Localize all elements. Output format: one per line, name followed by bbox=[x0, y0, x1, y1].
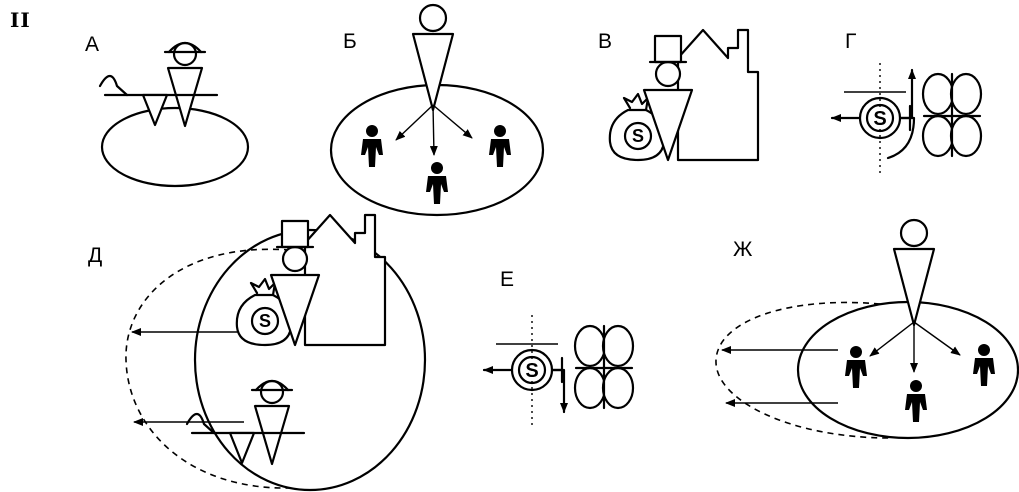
panel-g-illustration bbox=[832, 63, 981, 173]
panel-d-illustration bbox=[126, 215, 425, 490]
panel-zh-illustration bbox=[716, 220, 1018, 438]
panel-b-illustration bbox=[331, 5, 543, 215]
panel-a-illustration bbox=[100, 43, 248, 186]
panel-v-illustration bbox=[610, 30, 758, 160]
panel-e-illustration bbox=[484, 315, 633, 425]
